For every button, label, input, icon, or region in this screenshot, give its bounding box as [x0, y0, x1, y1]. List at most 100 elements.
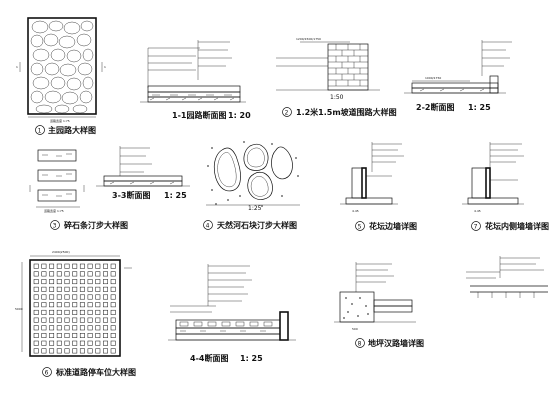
- paver-cell: [79, 271, 85, 277]
- paver-cell: [110, 286, 116, 292]
- paver-cell: [87, 340, 93, 346]
- paver-cell: [33, 333, 39, 338]
- paver-cell: [41, 271, 47, 277]
- paver-cell: [56, 309, 62, 315]
- paver-cell: [49, 309, 55, 315]
- paver-cell: [103, 279, 108, 285]
- paver-cell: [110, 340, 116, 346]
- paver-cell: [41, 263, 47, 269]
- detail-7-number: 7: [474, 223, 478, 230]
- paver-cell: [79, 333, 85, 338]
- paver-cell: [56, 263, 62, 269]
- paver-cell: [56, 325, 62, 331]
- paver-cell: [72, 271, 78, 277]
- paver-cell: [79, 286, 85, 292]
- paver-cell: [49, 317, 55, 323]
- paver-cell: [64, 286, 70, 292]
- paver-cell: [79, 279, 85, 285]
- paver-cell: [110, 302, 116, 308]
- detail-3-plan: 道路宽度 1:75: [29, 149, 85, 213]
- svg-text:道路宽度 1:75: 道路宽度 1:75: [44, 208, 64, 213]
- paver-cell: [56, 340, 62, 346]
- paver-cell: [41, 348, 47, 354]
- paver-cell: [110, 294, 116, 300]
- paver-cell: [49, 286, 55, 292]
- paver-cell: [79, 317, 85, 323]
- paver-cell: [64, 302, 70, 308]
- paver-cell: [41, 309, 47, 315]
- paver-cell: [72, 348, 78, 354]
- detail-6-plan: 2400(2500) 5000: [15, 250, 132, 357]
- detail-3-number: 3: [53, 222, 57, 229]
- detail-5-wall: 4.45: [340, 142, 404, 213]
- paver-cell: [64, 333, 70, 338]
- paver-cell: [79, 294, 85, 300]
- paver-cell: [33, 294, 39, 300]
- paver-cell: [49, 340, 55, 346]
- paver-cell: [110, 348, 116, 354]
- detail-8-curb: 500: [334, 262, 416, 331]
- section-1-1-title: 1-1园路断面图: [172, 110, 226, 120]
- detail-2-number: 2: [285, 109, 289, 116]
- paver-cell: [95, 309, 101, 315]
- detail-1-plan: 1 1 道路宽度 1:75: [16, 17, 106, 123]
- paver-cell: [87, 325, 93, 331]
- paver-cell: [103, 317, 108, 323]
- paver-cell: [103, 294, 108, 300]
- paver-cell: [87, 294, 93, 300]
- paver-cell: [103, 263, 108, 269]
- paver-cell: [64, 309, 70, 315]
- partial-section-right: [466, 256, 548, 298]
- paver-cell: [79, 309, 85, 315]
- paver-cell: [110, 263, 116, 269]
- paver-cell: [33, 279, 39, 285]
- paver-cell: [95, 271, 101, 277]
- section-2-2-title: 2-2断面图: [416, 102, 454, 112]
- detail-7-wall: 4.45: [462, 142, 524, 213]
- paver-cell: [87, 348, 93, 354]
- section-2-2: 1000/1750: [404, 40, 512, 94]
- paver-cell: [103, 348, 108, 354]
- paver-cell: [64, 279, 70, 285]
- section-4-4-scale: 1: 25: [240, 354, 263, 363]
- paver-cell: [41, 333, 47, 338]
- svg-text:1: 1: [16, 65, 18, 69]
- detail-2-title: 1.2米1.5m坡道围路大样图: [296, 107, 397, 117]
- paver-cell: [79, 302, 85, 308]
- paver-cell: [95, 348, 101, 354]
- paver-cell: [87, 333, 93, 338]
- section-1-1: [140, 40, 246, 103]
- paver-cell: [33, 286, 39, 292]
- paver-cell: [41, 279, 47, 285]
- paver-cell: [95, 294, 101, 300]
- detail-6-side-dimension: 5000: [15, 307, 23, 311]
- paver-cell: [41, 286, 47, 292]
- paver-cell: [64, 263, 70, 269]
- paver-cell: [79, 340, 85, 346]
- detail-8-dimension: 500: [352, 327, 358, 331]
- paver-cell: [110, 317, 116, 323]
- detail-4-number: 4: [206, 222, 210, 229]
- paver-cell: [56, 286, 62, 292]
- detail-1-badge: [35, 125, 45, 135]
- detail-1-number: 1: [38, 127, 42, 134]
- paver-cell: [103, 309, 108, 315]
- paver-cell: [103, 302, 108, 308]
- paver-cell: [33, 325, 39, 331]
- paver-cell: [64, 294, 70, 300]
- detail-5-badge: [355, 221, 365, 231]
- paver-cell: [95, 340, 101, 346]
- paver-cell: [56, 294, 62, 300]
- detail-7-title: 花坛内侧墙墙详图: [485, 221, 549, 231]
- section-4-4: [168, 264, 296, 341]
- paver-cell: [72, 317, 78, 323]
- paver-cell: [49, 263, 55, 269]
- paver-cell: [87, 279, 93, 285]
- paver-cell: [33, 302, 39, 308]
- paver-cell: [64, 271, 70, 277]
- section-3-3-title: 3-3断面图: [112, 190, 150, 200]
- paver-cell: [56, 302, 62, 308]
- paver-cell: [33, 340, 39, 346]
- paver-cell: [49, 325, 55, 331]
- paver-cell: [41, 325, 47, 331]
